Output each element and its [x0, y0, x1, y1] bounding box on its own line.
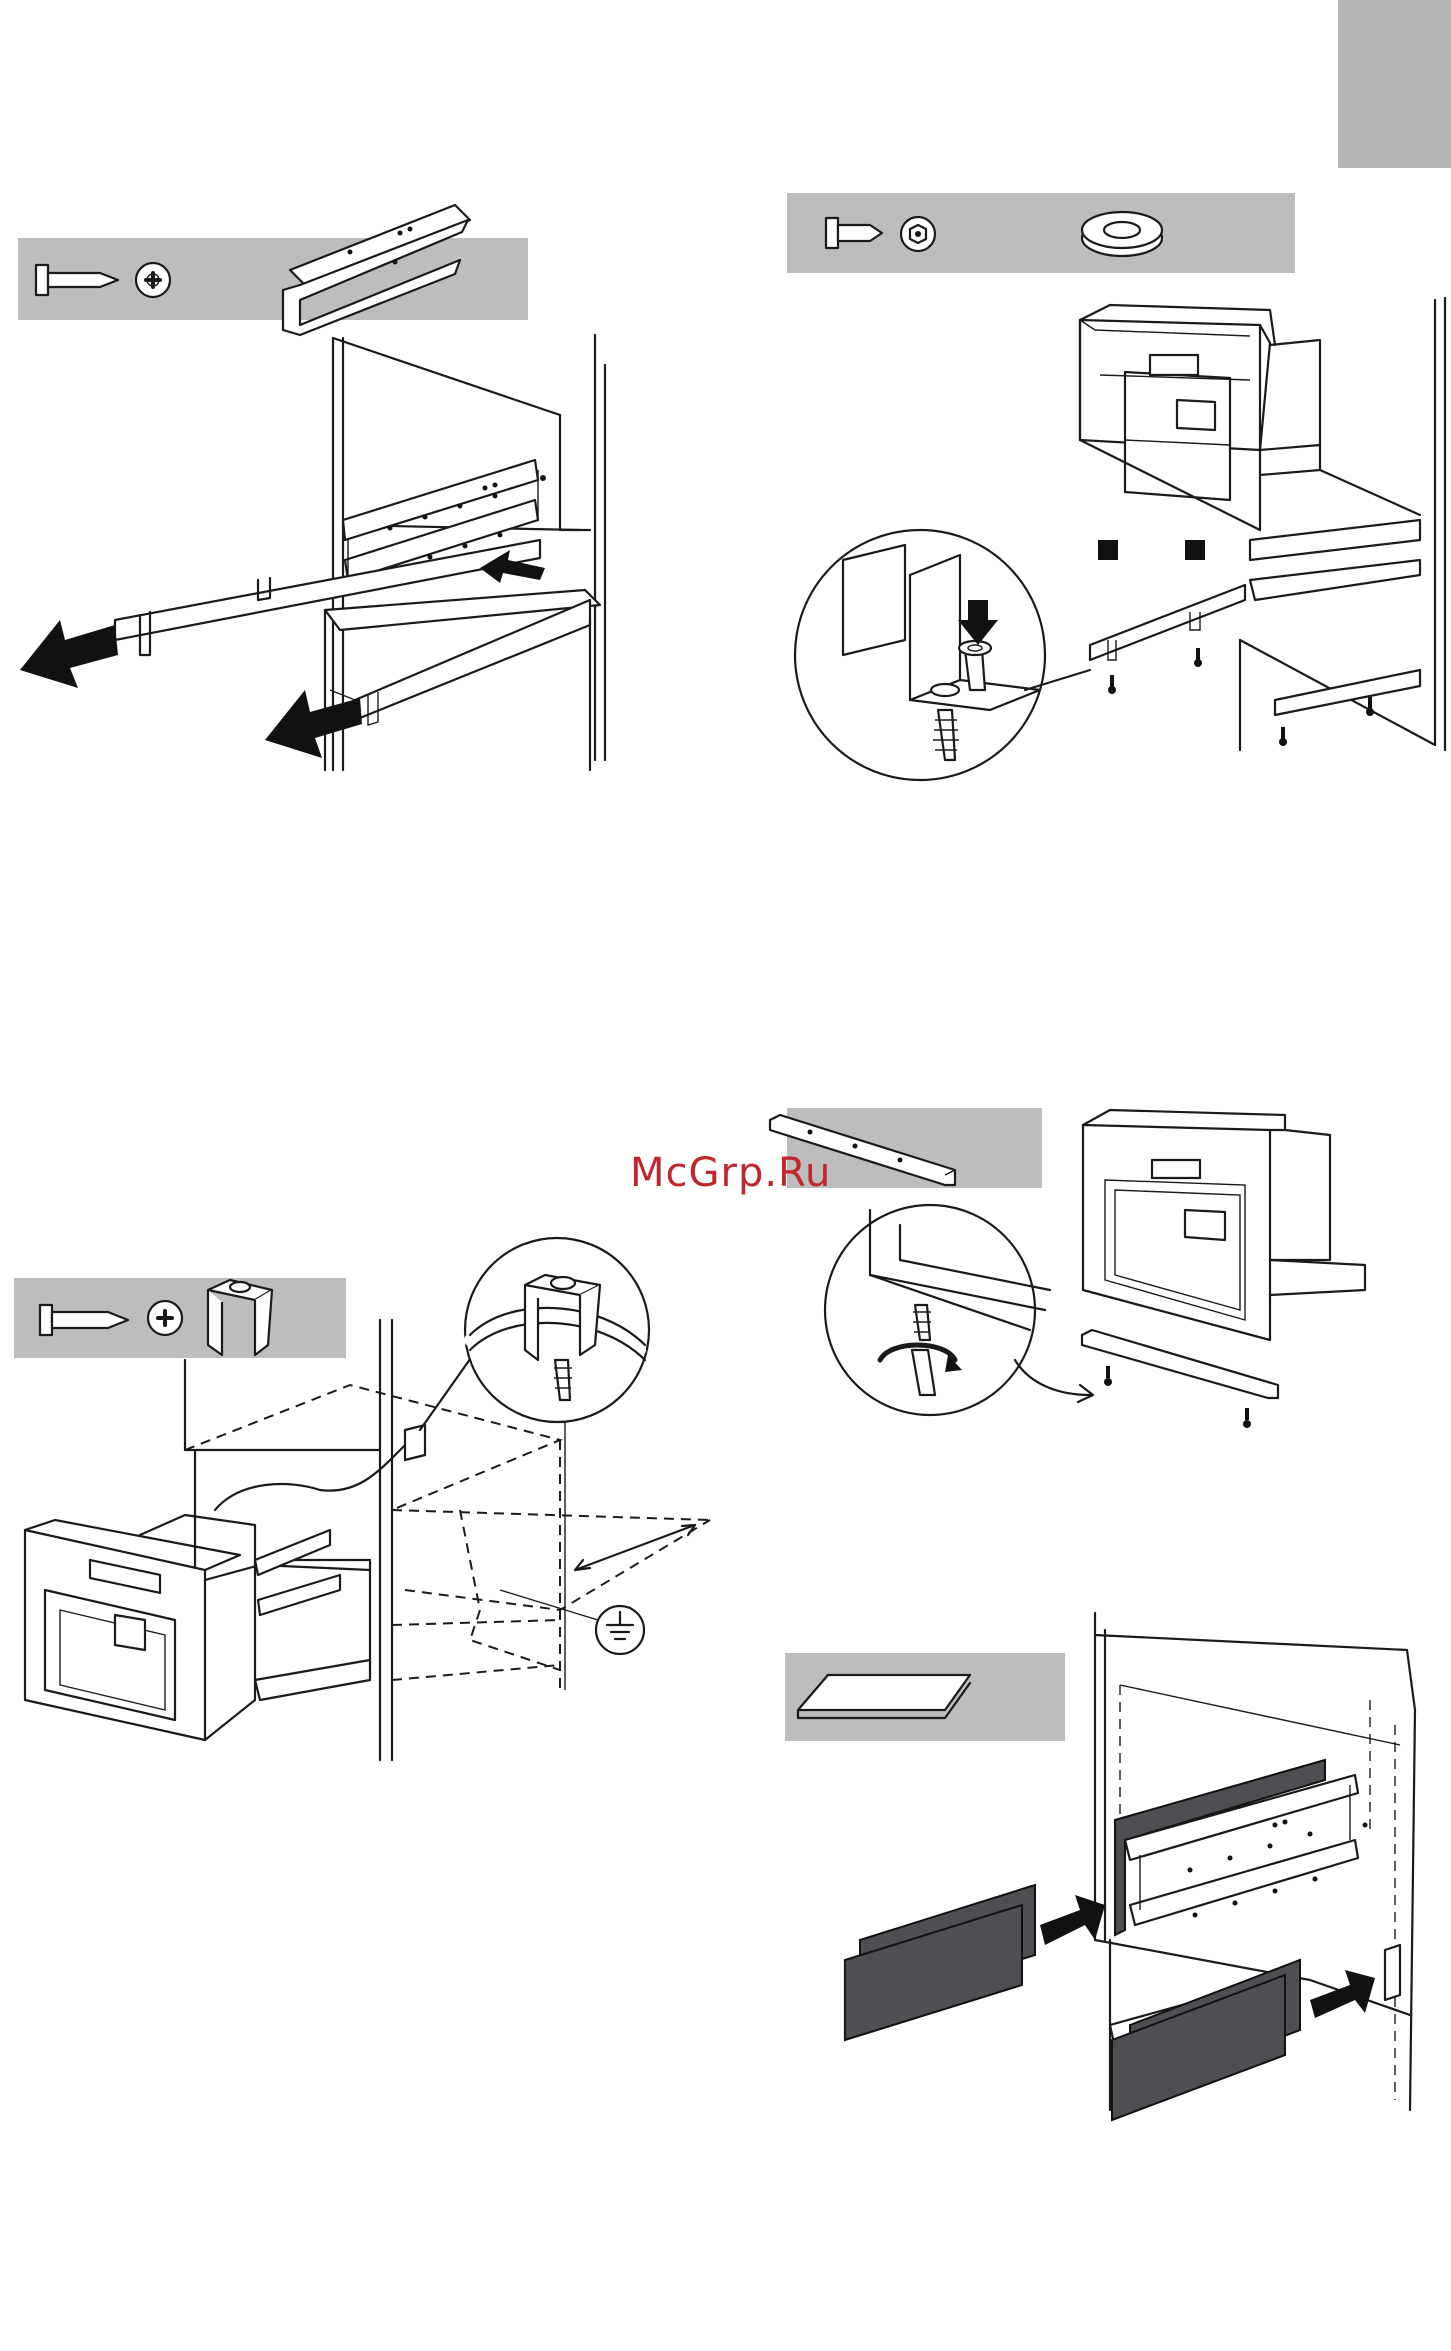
- screw-icon: [40, 1305, 128, 1335]
- spacer-panel-icon: [798, 1675, 970, 1718]
- insert-arrow-upper: [1040, 1895, 1105, 1945]
- step-2-figure: [795, 212, 1445, 780]
- step-5-figure: [798, 1613, 1415, 2120]
- step-4-figure: [770, 1110, 1365, 1428]
- washer-icon: [1082, 212, 1162, 256]
- pull-arrow-upper: [20, 620, 118, 688]
- step-3-figure: [25, 1238, 710, 1760]
- mounting-rail-icon: [283, 205, 470, 335]
- phillips-head-icon: [136, 263, 170, 297]
- insert-arrow-lower: [1310, 1970, 1375, 2018]
- hex-head-icon: [901, 217, 935, 251]
- screw-icon: [36, 265, 118, 295]
- pull-arrow-lower: [265, 690, 362, 758]
- trim-strip-icon: [770, 1115, 955, 1185]
- down-arrow-left: [1092, 540, 1118, 585]
- screw-icon: [826, 218, 882, 248]
- step-1-figure: [20, 205, 605, 770]
- down-arrow-right: [1175, 540, 1205, 585]
- phillips-head-icon: [148, 1301, 182, 1335]
- bracket-clip-icon: [208, 1280, 272, 1355]
